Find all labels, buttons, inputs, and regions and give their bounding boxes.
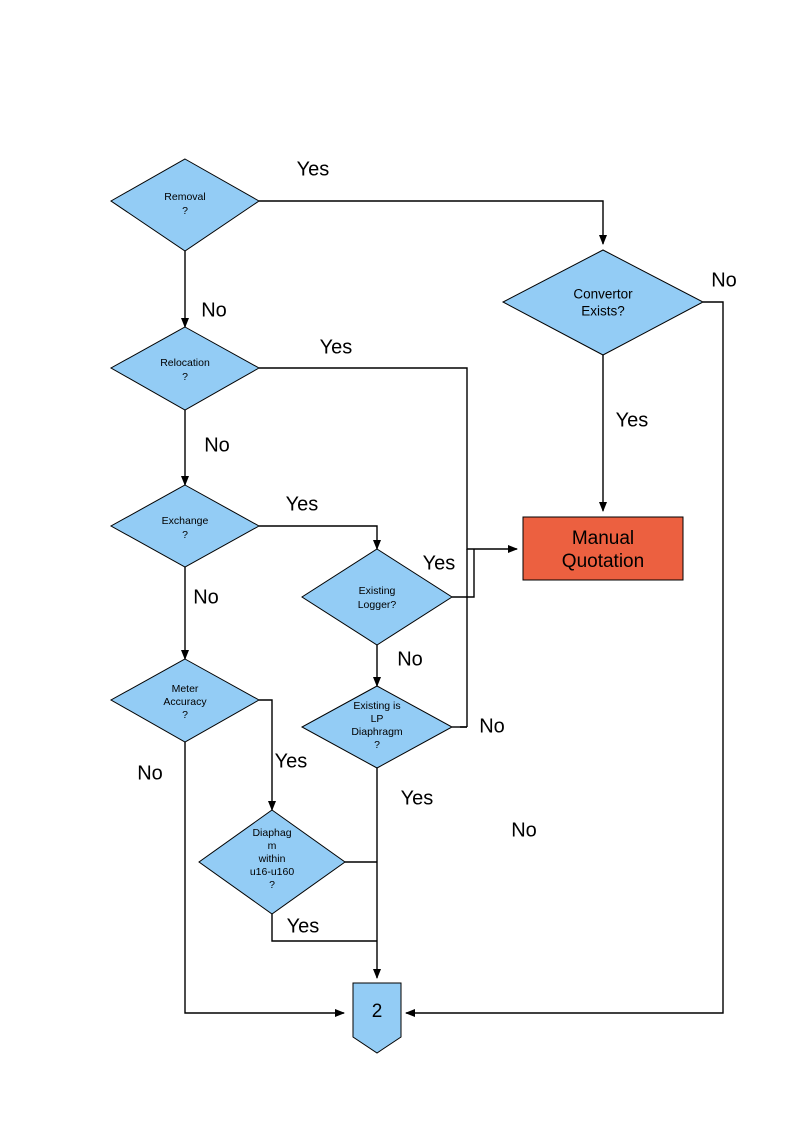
node-meter-accuracy[interactable]: Meter Accuracy ?	[109, 658, 261, 743]
edge-relocation-yes	[259, 367, 518, 553]
edges-layer	[181, 200, 724, 1017]
existing-logger-diamond[interactable]	[301, 548, 453, 646]
exchange-label-line1: Exchange	[162, 515, 209, 527]
exchange-label-line2: ?	[182, 529, 188, 541]
label-bottom-no: No	[511, 819, 537, 841]
connector-2-label: 2	[372, 1001, 383, 1022]
meter-accuracy-diamond[interactable]	[109, 658, 261, 743]
label-relocation-yes: Yes	[320, 336, 353, 358]
label-relocation-no: No	[204, 434, 230, 456]
connector-2-shape[interactable]	[352, 982, 402, 1054]
edge-convertor-no	[405, 301, 724, 1017]
node-connector-2[interactable]: 2	[352, 982, 402, 1054]
label-removal-yes: Yes	[297, 158, 330, 180]
edge-existing-logger-yes	[452, 549, 475, 598]
label-meter-accuracy-no: No	[137, 762, 163, 784]
relocation-label-line2: ?	[182, 371, 188, 383]
label-convertor-no: No	[711, 269, 737, 291]
manual-quotation-label-line1: Manual	[572, 528, 634, 549]
edge-meter-accuracy-no	[184, 742, 345, 1017]
removal-label-line2: ?	[182, 205, 188, 217]
label-diaphagm-yes-bottom: Yes	[287, 915, 320, 937]
edge-labels-layer: Yes No Yes No Yes No Yes No No Yes Yes N…	[137, 158, 737, 937]
meter-accuracy-label-line1: Meter	[172, 683, 199, 695]
diaphagm-label-line2: m	[268, 840, 277, 852]
label-existing-logger-no: No	[397, 648, 423, 670]
diaphagm-label-line3: within	[258, 853, 286, 865]
edge-removal-yes	[259, 200, 607, 245]
node-relocation[interactable]: Relocation ?	[109, 326, 261, 411]
diaphagm-label-line1: Diaphag	[252, 827, 291, 839]
existing-lp-label-line1: Existing is	[353, 700, 400, 712]
existing-lp-label-line2: LP	[371, 713, 384, 725]
removal-label-line1: Removal	[164, 191, 205, 203]
node-exchange[interactable]: Exchange ?	[109, 484, 261, 568]
label-existing-logger-yes: Yes	[423, 552, 456, 574]
label-removal-no: No	[201, 299, 227, 321]
meter-accuracy-label-line3: ?	[182, 709, 188, 721]
node-existing-logger[interactable]: Existing Logger?	[301, 548, 453, 646]
label-exchange-no: No	[193, 586, 219, 608]
label-existing-lp-yes: Yes	[401, 787, 434, 809]
meter-accuracy-label-line2: Accuracy	[163, 696, 207, 708]
existing-lp-label-line3: Diaphragm	[351, 726, 403, 738]
diaphagm-label-line4: u16-u160	[250, 866, 295, 878]
label-meter-accuracy-yes: Yes	[275, 750, 308, 772]
node-diaphagm-range[interactable]: Diaphag m within u16-u160 ?	[198, 809, 346, 915]
convertor-exists-diamond[interactable]	[501, 249, 705, 356]
diaphagm-range-diamond[interactable]	[198, 809, 346, 915]
existing-logger-label-line2: Logger?	[358, 599, 397, 611]
edge-exchange-yes	[259, 525, 381, 550]
existing-logger-label-line1: Existing	[359, 585, 396, 597]
removal-diamond[interactable]	[110, 158, 260, 252]
manual-quotation-box[interactable]	[522, 516, 684, 581]
convertor-exists-label-line2: Exists?	[581, 304, 625, 319]
node-removal[interactable]: Removal ?	[110, 158, 260, 252]
relocation-label-line1: Relocation	[160, 357, 210, 369]
node-existing-lp-diaphragm[interactable]: Existing is LP Diaphragm ?	[300, 685, 454, 769]
edge-diaphagm-yes-bottom	[271, 914, 377, 942]
existing-lp-label-line4: ?	[374, 739, 380, 751]
manual-quotation-label-line2: Quotation	[562, 551, 644, 572]
convertor-exists-label-line1: Convertor	[573, 287, 633, 302]
node-convertor-exists[interactable]: Convertor Exists?	[501, 249, 705, 356]
relocation-diamond[interactable]	[109, 326, 261, 411]
diaphagm-label-line5: ?	[269, 879, 275, 891]
existing-lp-diaphragm-diamond[interactable]	[300, 685, 454, 769]
label-convertor-yes: Yes	[616, 409, 649, 431]
nodes-layer: Removal ? Relocation ? Exchange ? Meter …	[109, 158, 705, 1054]
label-exchange-yes: Yes	[286, 493, 319, 515]
edge-existing-lp-no	[460, 549, 468, 728]
exchange-diamond[interactable]	[109, 484, 261, 568]
edge-meter-accuracy-yes	[259, 699, 276, 811]
label-existing-lp-no: No	[479, 715, 505, 737]
node-manual-quotation[interactable]: Manual Quotation	[522, 516, 684, 581]
